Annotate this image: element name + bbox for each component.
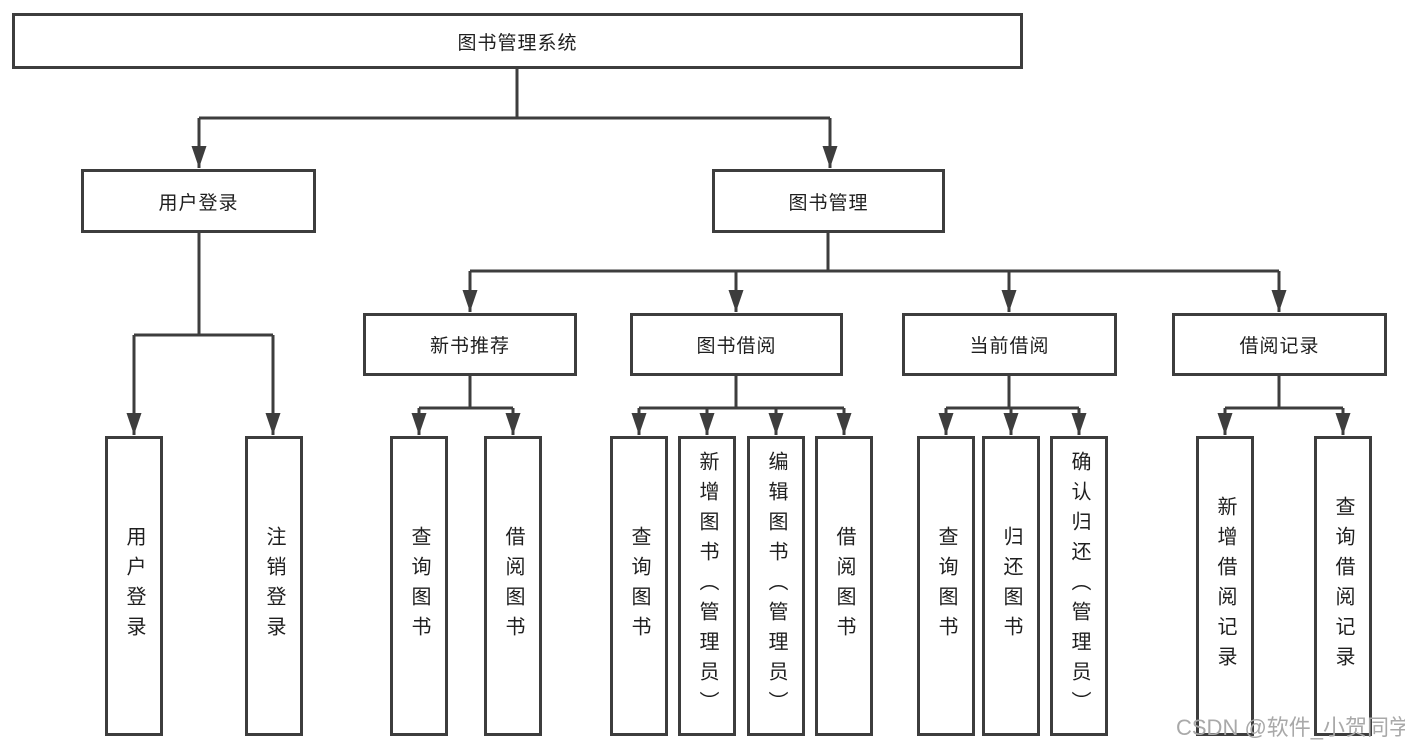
leaf-query-books-borrowing: 查询图书 <box>610 436 668 736</box>
leaf-return-books: 归还图书 <box>982 436 1040 736</box>
leaf-confirm-return-admin: 确认归还（管理员） <box>1050 436 1108 736</box>
leaf-label: 新增借阅记录 <box>1214 496 1236 676</box>
leaf-label: 借阅图书 <box>833 526 855 646</box>
leaf-label: 查询借阅记录 <box>1332 496 1354 676</box>
leaf-add-borrow-record: 新增借阅记录 <box>1196 436 1254 736</box>
leaf-label: 新增图书（管理员） <box>696 451 718 721</box>
leaf-user-login: 用户登录 <box>105 436 163 736</box>
leaf-label: 注销登录 <box>263 526 285 646</box>
leaf-query-borrow-record: 查询借阅记录 <box>1314 436 1372 736</box>
leaf-query-books-recommend: 查询图书 <box>390 436 448 736</box>
leaf-edit-books-admin: 编辑图书（管理员） <box>747 436 805 736</box>
leaf-logout: 注销登录 <box>245 436 303 736</box>
leaf-borrow-books: 借阅图书 <box>815 436 873 736</box>
leaf-label: 借阅图书 <box>502 526 524 646</box>
leaf-label: 查询图书 <box>935 526 957 646</box>
leaf-borrow-books-recommend: 借阅图书 <box>484 436 542 736</box>
node-current-borrowing: 当前借阅 <box>902 313 1117 376</box>
node-borrowing-records: 借阅记录 <box>1172 313 1387 376</box>
leaf-label: 编辑图书（管理员） <box>765 451 787 721</box>
node-book-borrowing: 图书借阅 <box>630 313 843 376</box>
csdn-watermark: CSDN @软件_小贺同学 <box>1176 715 1405 740</box>
node-new-book-recommend: 新书推荐 <box>363 313 577 376</box>
node-book-management: 图书管理 <box>712 169 945 233</box>
node-library-management-system: 图书管理系统 <box>12 13 1023 69</box>
leaf-label: 用户登录 <box>123 526 145 646</box>
leaf-query-books-current: 查询图书 <box>917 436 975 736</box>
leaf-label: 查询图书 <box>408 526 430 646</box>
leaf-add-books-admin: 新增图书（管理员） <box>678 436 736 736</box>
node-user-login: 用户登录 <box>81 169 316 233</box>
leaf-label: 确认归还（管理员） <box>1068 451 1090 721</box>
leaf-label: 归还图书 <box>1000 526 1022 646</box>
leaf-label: 查询图书 <box>628 526 650 646</box>
